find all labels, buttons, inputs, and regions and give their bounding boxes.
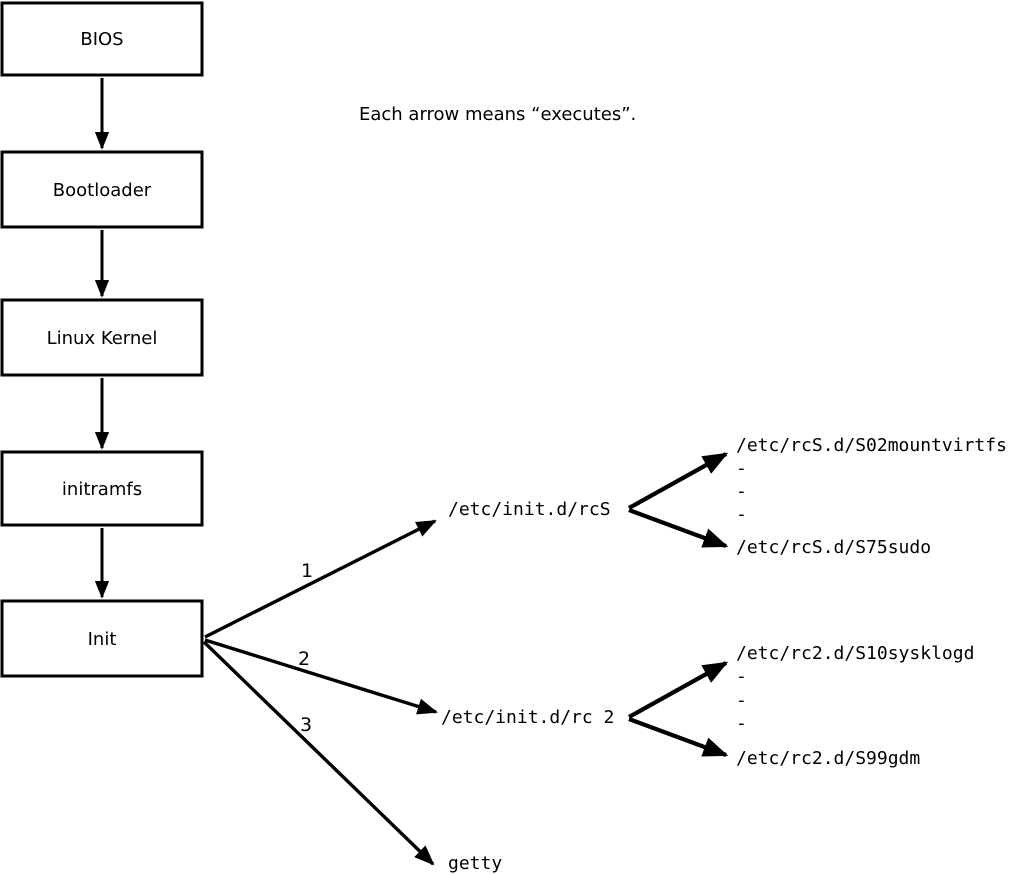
arrow-rcs-to-first-script	[627, 452, 729, 510]
rcs-ellipsis-2: -	[736, 481, 747, 502]
arrow-1-label: 1	[301, 560, 313, 582]
arrow-3-label: 3	[300, 714, 312, 736]
linux-kernel-box-outline	[0, 298, 204, 377]
rc2-ellipsis-2: -	[736, 690, 747, 711]
node-initramfs: initramfs	[0, 450, 204, 527]
bios-box-outline	[0, 1, 204, 77]
initramfs-box-outline	[0, 450, 204, 527]
rcs-ellipsis-3: -	[736, 504, 747, 525]
linux-kernel-label: Linux Kernel	[47, 328, 158, 349]
arrow-init-to-getty	[202, 640, 435, 866]
arrow-rc2-to-first-script	[627, 661, 729, 719]
rc2-script-label: /etc/init.d/rc 2	[441, 707, 614, 728]
rcs-first-script: /etc/rcS.d/S02mountvirtfs	[736, 435, 1007, 456]
getty-label: getty	[448, 853, 502, 874]
rcs-last-script: /etc/rcS.d/S75sudo	[736, 537, 931, 558]
arrow-2-label: 2	[298, 648, 310, 670]
arrow-rcs-to-last-script	[628, 508, 729, 548]
bios-label: BIOS	[80, 29, 123, 50]
init-label: Init	[88, 629, 117, 650]
diagram-caption: Each arrow means “executes”.	[359, 104, 636, 125]
initramfs-label: initramfs	[62, 479, 142, 500]
bootloader-label: Bootloader	[53, 180, 152, 201]
node-bootloader: Bootloader	[0, 150, 204, 229]
rc2-ellipsis-3: -	[736, 713, 747, 734]
rcs-script-label: /etc/init.d/rcS	[448, 499, 611, 520]
rc2-first-script: /etc/rc2.d/S10sysklogd	[736, 643, 974, 664]
arrow-init-to-rc2	[204, 638, 438, 715]
arrow-rc2-to-last-script	[628, 717, 729, 757]
init-box-outline	[0, 599, 204, 678]
arrow-init-to-rcs	[204, 519, 437, 639]
bootloader-box-outline	[0, 150, 204, 229]
rcs-ellipsis-1: -	[736, 458, 747, 479]
node-init: Init	[0, 599, 204, 678]
rc2-ellipsis-1: -	[736, 666, 747, 687]
rc2-last-script: /etc/rc2.d/S99gdm	[736, 748, 920, 769]
node-linux-kernel: Linux Kernel	[0, 298, 204, 377]
node-bios: BIOS	[0, 1, 204, 77]
